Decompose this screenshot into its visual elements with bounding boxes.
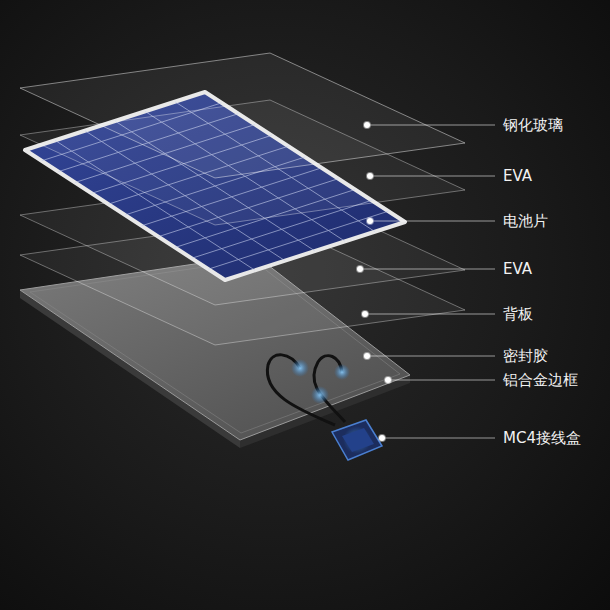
leader-line bbox=[364, 353, 495, 359]
leader-line bbox=[367, 356, 495, 357]
part-label: 钢化玻璃 bbox=[503, 116, 563, 134]
part-label: 背板 bbox=[503, 305, 533, 323]
leader-line bbox=[367, 125, 495, 126]
leader-line bbox=[362, 311, 495, 317]
leader-dot bbox=[357, 266, 363, 272]
leader-dot bbox=[367, 173, 373, 179]
leader-line bbox=[367, 218, 495, 224]
leader-line bbox=[370, 221, 495, 222]
part-label: EVA bbox=[503, 167, 532, 185]
leader-dot bbox=[364, 353, 370, 359]
leader-line bbox=[357, 266, 495, 272]
part-label: EVA bbox=[503, 260, 532, 278]
part-label: 密封胶 bbox=[503, 347, 548, 365]
part-label: 铝合金边框 bbox=[503, 371, 578, 389]
leader-line bbox=[367, 173, 495, 179]
leader-lines bbox=[357, 122, 495, 441]
part-label: MC4接线盒 bbox=[503, 429, 581, 447]
leader-line bbox=[365, 314, 495, 315]
leader-line bbox=[388, 380, 495, 381]
leader-dot bbox=[367, 218, 373, 224]
leader-line bbox=[360, 269, 495, 270]
leader-dot bbox=[362, 311, 368, 317]
leader-dot bbox=[379, 435, 385, 441]
leader-line bbox=[385, 377, 495, 383]
leader-line bbox=[364, 122, 495, 128]
part-label: 电池片 bbox=[503, 212, 548, 230]
leader-line bbox=[370, 176, 495, 177]
leader-line bbox=[382, 438, 495, 439]
leader-dot bbox=[364, 122, 370, 128]
leader-dot bbox=[385, 377, 391, 383]
leader-line bbox=[379, 435, 495, 441]
glass-sheet bbox=[20, 53, 465, 178]
junction-box bbox=[267, 355, 382, 460]
